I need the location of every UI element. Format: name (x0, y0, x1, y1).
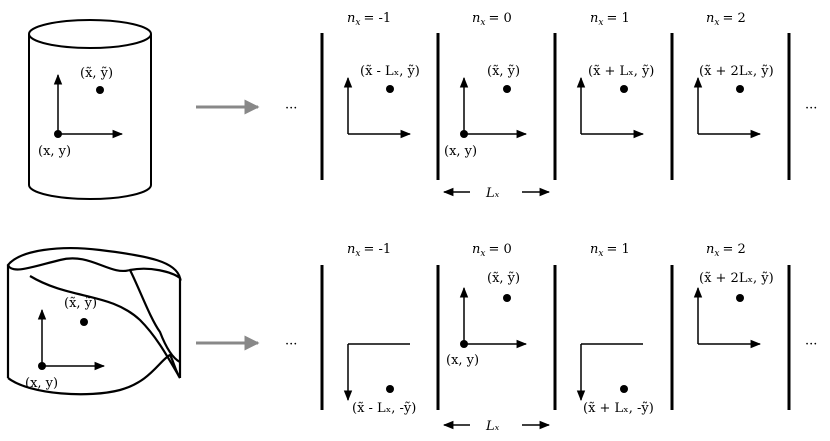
cell-origin-label: (x, y) (446, 353, 479, 368)
cell-point-label: (x̃, ỹ) (487, 271, 520, 286)
top-ellipsis-right: ··· (805, 101, 817, 116)
cell-origin-label: (x, y) (444, 144, 477, 159)
top-ellipsis-left: ··· (285, 101, 297, 116)
bottom-cell-1: (x̃ + Lₓ, -ỹ) (576, 343, 654, 416)
top-cell-2: (x̃ + 2Lₓ, ỹ) (693, 64, 774, 139)
nx-header-2: nx= 2 (706, 11, 746, 28)
cell-point-label: (x̃, ỹ) (487, 64, 520, 79)
band-point-label: (x̃, ỹ) (64, 296, 97, 311)
nx-header-2: nx= 2 (706, 242, 746, 259)
nx-header-minus1: nx= -1 (347, 11, 391, 28)
twisted-band: (x̃, ỹ) (x, y) (6, 247, 182, 396)
bottom-cell-dividers (320, 265, 791, 410)
cylinder-point-label: (x̃, ỹ) (80, 66, 113, 81)
top-cell-1: (x̃ + Lₓ, ỹ) (576, 64, 654, 139)
bottom-cell-2: (x̃ + 2Lₓ, ỹ) (693, 271, 774, 349)
point-dot (96, 86, 104, 94)
cell-point-label: (x̃ + 2Lₓ, ỹ) (699, 64, 774, 79)
origin-dot (54, 130, 62, 138)
cell-point-label: (x̃ + Lₓ, ỹ) (588, 64, 654, 79)
top-cell-minus1: (x̃ - Lₓ, ỹ) (343, 64, 420, 139)
nx-header-minus1: nx= -1 (347, 242, 391, 259)
nx-header-1: nx= 1 (590, 242, 630, 259)
band-origin-label: (x, y) (25, 376, 58, 391)
top-cell-dividers (320, 33, 791, 180)
nx-header-0: nx= 0 (472, 11, 512, 28)
cylinder-origin-label: (x, y) (38, 144, 71, 159)
period-label: Lₓ (485, 186, 500, 201)
cylinder: (x̃, ỹ) (x, y) (28, 19, 152, 200)
bottom-period-indicator: Lₓ (442, 419, 551, 434)
cell-point-label: (x̃ - Lₓ, ỹ) (360, 64, 420, 79)
bottom-ellipsis-left: ··· (285, 337, 297, 352)
top-period-indicator: Lₓ (442, 186, 551, 201)
top-nx-headers: nx= -1 nx= 0 nx= 1 nx= 2 (347, 11, 746, 28)
cell-point-label: (x̃ - Lₓ, -ỹ) (352, 401, 416, 416)
bottom-cell-minus1: (x̃ - Lₓ, -ỹ) (343, 343, 416, 416)
period-label: Lₓ (485, 419, 500, 434)
nx-header-1: nx= 1 (590, 11, 630, 28)
bottom-ellipsis-right: ··· (805, 337, 817, 352)
cell-point-label: (x̃ + Lₓ, -ỹ) (583, 401, 654, 416)
bottom-nx-headers: nx= -1 nx= 0 nx= 1 nx= 2 (347, 242, 746, 259)
bottom-cell-0: (x̃, ỹ) (x, y) (446, 271, 528, 368)
nx-header-0: nx= 0 (472, 242, 512, 259)
cell-point-label: (x̃ + 2Lₓ, ỹ) (699, 271, 774, 286)
top-cell-0: (x̃, ỹ) (x, y) (444, 64, 528, 159)
